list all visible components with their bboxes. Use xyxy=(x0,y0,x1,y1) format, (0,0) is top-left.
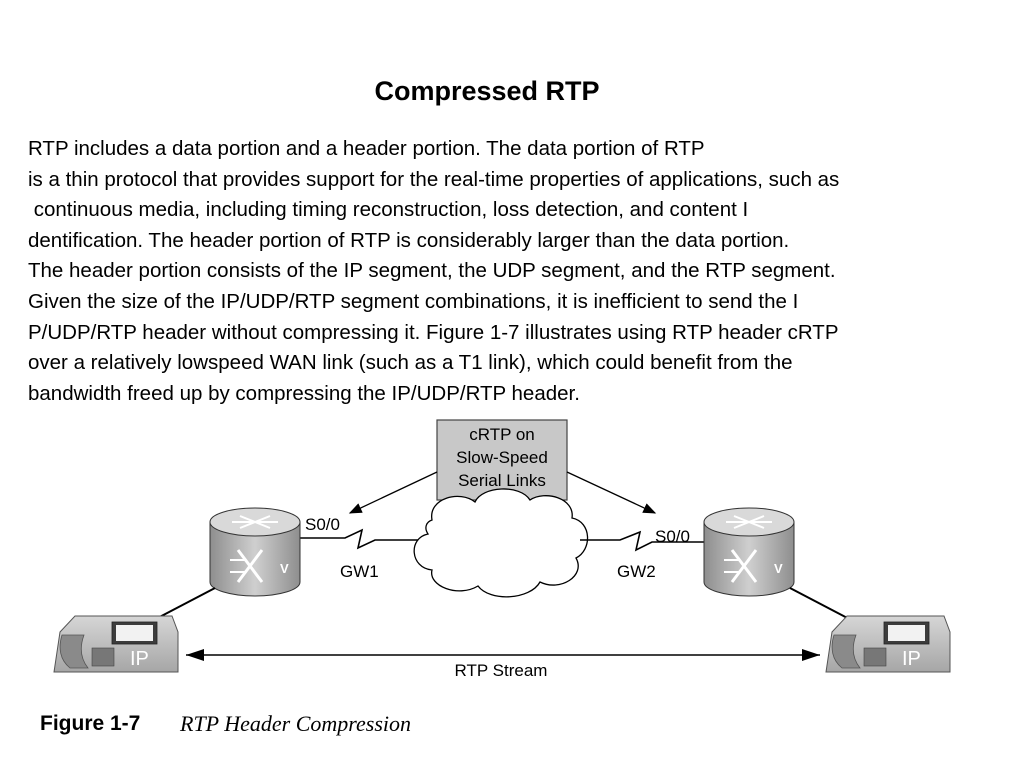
slide-title: Compressed RTP xyxy=(374,76,600,106)
gw1-name-label: GW1 xyxy=(340,562,379,581)
callout-arrow-left xyxy=(348,471,438,514)
paragraph-line: Given the size of the IP/UDP/RTP segment… xyxy=(28,289,799,313)
body-paragraph: RTP includes a data portion and a header… xyxy=(28,134,988,409)
rtp-stream-label: RTP Stream xyxy=(455,661,548,680)
callout-arrow-right xyxy=(566,471,657,514)
paragraph-line: dentification. The header portion of RTP… xyxy=(28,228,790,252)
link-gw2-phone xyxy=(789,587,856,623)
phone-ip-label: IP xyxy=(902,648,921,670)
router-badge: V xyxy=(774,561,783,576)
rtp-stream-arrowhead-left xyxy=(186,649,204,661)
paragraph-line: over a relatively lowspeed WAN link (suc… xyxy=(28,351,793,375)
callout-box xyxy=(436,419,568,501)
ip-phone-left: IP xyxy=(53,615,179,673)
phone-ip-label: IP xyxy=(130,648,149,670)
paragraph-line: bandwidth freed up by compressing the IP… xyxy=(28,381,580,405)
figure-caption-title: RTP Header Compression xyxy=(180,711,411,736)
callout-line: Slow-Speed xyxy=(456,448,548,467)
router-gw1: V xyxy=(209,507,301,597)
callout-line: cRTP on xyxy=(469,425,535,444)
wan-cloud xyxy=(413,488,589,598)
router-badge: V xyxy=(280,561,289,576)
ip-phone-right: IP xyxy=(825,615,951,673)
paragraph-line: P/UDP/RTP header without compressing it.… xyxy=(28,320,839,344)
rtp-stream-arrowhead-right xyxy=(802,649,820,661)
network-diagram: cRTP on Slow-Speed Serial Links V V S0/0… xyxy=(53,419,951,680)
callout-line: Serial Links xyxy=(458,471,546,490)
paragraph-line: RTP includes a data portion and a header… xyxy=(28,137,705,160)
gw2-name-label: GW2 xyxy=(617,562,656,581)
router-gw2: V xyxy=(703,507,795,597)
paragraph-line: is a thin protocol that provides support… xyxy=(28,167,840,191)
serial-link-left xyxy=(300,528,418,550)
paragraph-line: continuous media, including timing recon… xyxy=(28,198,749,222)
crtp-callout: cRTP on Slow-Speed Serial Links xyxy=(436,419,568,501)
figure-caption-number: Figure 1-7 xyxy=(40,712,141,735)
serial-link-right xyxy=(580,530,705,552)
gw1-interface-label: S0/0 xyxy=(305,515,340,534)
paragraph-line: The header portion consists of the IP se… xyxy=(28,259,836,283)
gw2-interface-label: S0/0 xyxy=(655,527,690,546)
